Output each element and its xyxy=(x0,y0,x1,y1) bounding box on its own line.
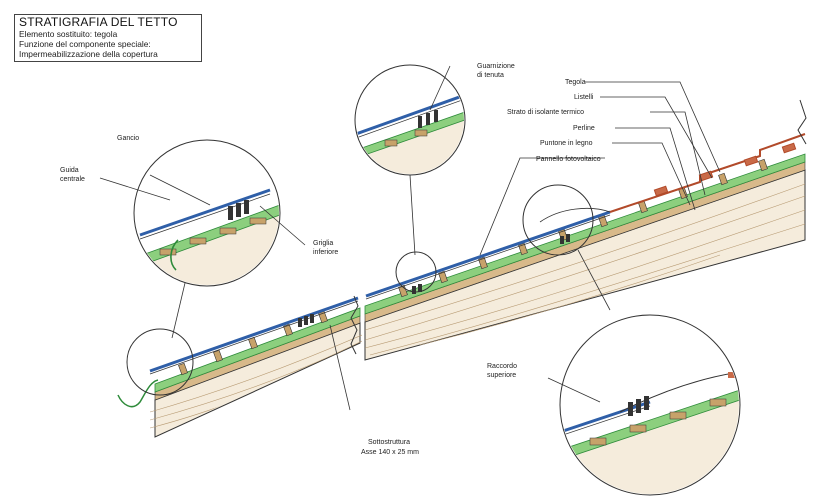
insulation-right xyxy=(364,153,806,315)
substructure-clamps-left xyxy=(298,314,314,327)
detail-circle-flashing xyxy=(559,314,741,496)
label-lower-grid-2: inferiore xyxy=(313,249,338,256)
label-pv-panel: Pannello fotovoltaico xyxy=(536,156,601,163)
function-description-text: Impermeabilizzazione della copertura xyxy=(19,49,158,59)
roof-tiles-right xyxy=(609,133,806,213)
pv-panel-right xyxy=(365,210,611,298)
break-line-right xyxy=(797,99,807,145)
detail-marker-gasket xyxy=(395,251,437,293)
detail-circle-gasket xyxy=(354,64,466,176)
detail-circle-hook xyxy=(133,139,281,287)
label-substructure-1: Sottostruttura xyxy=(368,439,410,446)
detail-marker-flashing xyxy=(522,184,594,256)
label-gasket-2: di tenuta xyxy=(477,72,504,79)
substructure-clamps-right xyxy=(412,234,570,294)
pv-panel-left xyxy=(149,296,359,373)
upper-flashing-right xyxy=(539,207,611,223)
battens-right xyxy=(398,158,768,298)
label-insulation: Strato di isolante termico xyxy=(507,109,584,116)
label-upper-flashing-2: superiore xyxy=(487,372,516,379)
function-heading-text: Funzione del componente speciale: xyxy=(19,39,151,49)
title-block: STRATIGRAFIA DEL TETTO Elemento sostitui… xyxy=(14,14,202,62)
diagram-title: STRATIGRAFIA DEL TETTO xyxy=(19,15,178,29)
label-tile: Tegola xyxy=(565,79,586,86)
wood-grain-right xyxy=(364,183,806,356)
label-central-rail-1: Guida xyxy=(60,167,79,174)
label-rafter: Puntone in legno xyxy=(540,140,593,147)
detail-marker-eaves xyxy=(126,328,194,396)
label-planks: Perline xyxy=(573,125,595,132)
leader-lines xyxy=(329,81,721,411)
label-battens: Listelli xyxy=(574,94,594,101)
replaced-element-text: Elemento sostituito: tegola xyxy=(19,29,118,39)
label-gasket-1: Guarnizione xyxy=(477,63,515,70)
label-hook: Gancio xyxy=(117,135,139,142)
break-line-middle xyxy=(350,295,359,355)
label-central-rail-2: centrale xyxy=(60,176,85,183)
label-upper-flashing-1: Raccordo xyxy=(487,363,517,370)
label-lower-grid-1: Griglia xyxy=(313,240,333,247)
gutter-hook-left xyxy=(117,379,159,408)
label-substructure-2: Asse 140 x 25 mm xyxy=(361,449,419,456)
roof-segment-left xyxy=(117,296,362,438)
